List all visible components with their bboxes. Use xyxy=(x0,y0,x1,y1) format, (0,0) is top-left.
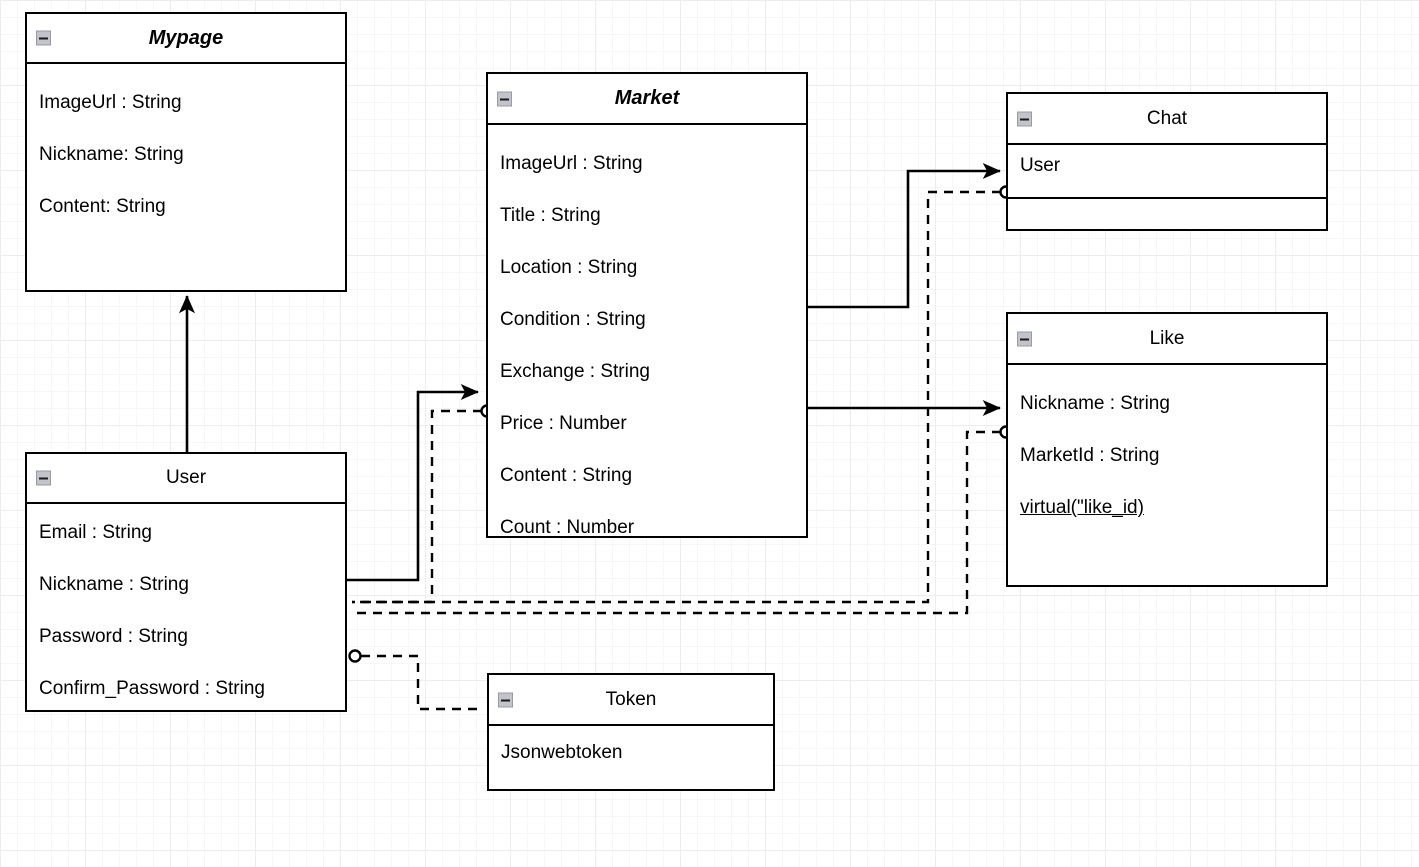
uml-attribute: Jsonwebtoken xyxy=(501,742,623,763)
uml-class-name-like: Like xyxy=(1149,327,1185,349)
edge-market-to-user-dashed xyxy=(352,404,494,604)
uml-attribute: ImageUrl : String xyxy=(39,92,182,113)
uml-class-name-market: Market xyxy=(614,87,680,109)
uml-class-header-token: Token xyxy=(489,675,773,726)
collapse-minus-icon[interactable] xyxy=(498,692,513,707)
uml-attribute: Content: String xyxy=(39,196,166,217)
collapse-minus-icon[interactable] xyxy=(36,470,51,486)
collapse-minus-icon[interactable] xyxy=(36,30,51,46)
uml-attribute: MarketId : String xyxy=(1020,445,1160,466)
edge-market-to-chat xyxy=(808,162,1001,309)
uml-attribute: Nickname : String xyxy=(39,574,189,595)
uml-class-name-token: Token xyxy=(605,688,657,710)
uml-class-body-chat: User xyxy=(1008,145,1326,231)
uml-attribute: User xyxy=(1020,155,1061,176)
uml-compartment-separator xyxy=(1008,197,1326,199)
uml-class-header-market: Market xyxy=(488,74,806,125)
uml-attribute: ImageUrl : String xyxy=(500,153,643,174)
collapse-minus-icon[interactable] xyxy=(1017,111,1032,126)
uml-attribute: Count : Number xyxy=(500,517,635,538)
uml-class-name-chat: Chat xyxy=(1146,107,1188,129)
uml-class-header-like: Like xyxy=(1008,314,1326,365)
uml-attribute: Confirm_Password : String xyxy=(39,678,265,699)
uml-attribute: Nickname: String xyxy=(39,144,184,165)
uml-attribute: Password : String xyxy=(39,626,188,647)
uml-attribute: Condition : String xyxy=(500,309,646,330)
uml-attribute: Email : String xyxy=(39,522,152,543)
uml-class-header-user: User xyxy=(27,454,345,504)
uml-attribute: Nickname : String xyxy=(1020,393,1170,414)
uml-attribute: Price : Number xyxy=(500,413,627,434)
edge-user-to-market xyxy=(347,383,479,582)
uml-attribute: Location : String xyxy=(500,257,638,278)
collapse-minus-icon[interactable] xyxy=(1017,331,1032,346)
uml-attribute: Exchange : String xyxy=(500,361,650,382)
collapse-minus-icon[interactable] xyxy=(497,91,512,106)
uml-attribute: Content : String xyxy=(500,465,633,486)
uml-attribute: virtual("like_id) xyxy=(1020,497,1144,518)
uml-class-body-token: Jsonwebtoken xyxy=(489,726,773,791)
uml-class-name-user: User xyxy=(165,467,207,488)
uml-class-header-chat: Chat xyxy=(1008,94,1326,145)
uml-class-name-mypage: Mypage xyxy=(148,26,224,49)
edge-user-to-token-dashed xyxy=(348,649,483,711)
uml-attribute: Title : String xyxy=(500,205,601,226)
uml-class-header-mypage: Mypage xyxy=(27,14,345,64)
